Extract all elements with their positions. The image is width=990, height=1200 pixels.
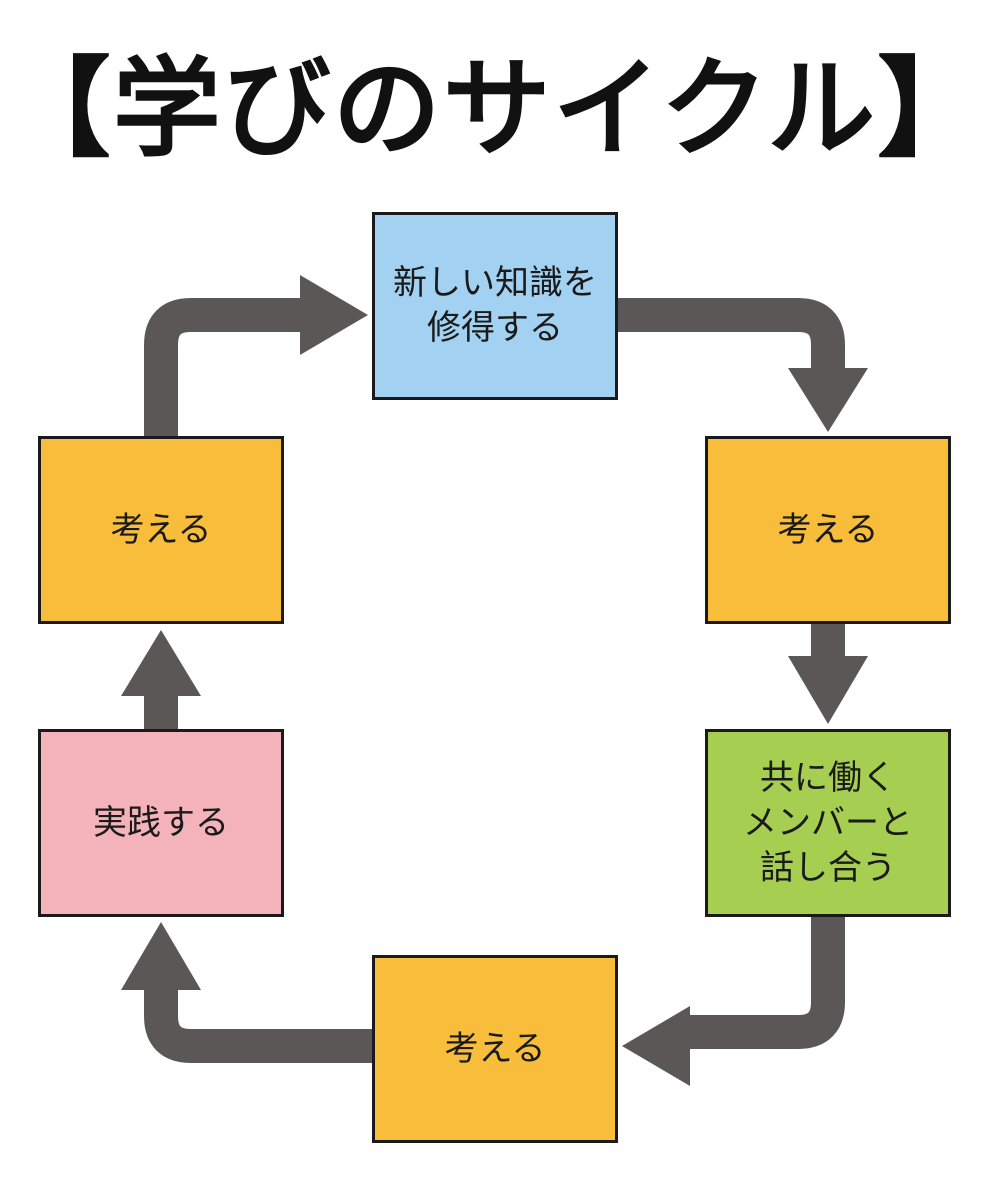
node-think-left: 考える — [38, 436, 284, 624]
node-label-discuss-with-members: 共に働く メンバーと 話し合う — [743, 757, 913, 888]
node-discuss-with-members: 共に働く メンバーと 話し合う — [705, 729, 951, 917]
node-label-think-right: 考える — [777, 509, 879, 550]
node-label-think-left: 考える — [110, 509, 212, 550]
node-new-knowledge: 新しい知識を 修得する — [372, 212, 618, 400]
node-think-bottom: 考える — [372, 955, 618, 1143]
arrowhead-bottom — [622, 1006, 690, 1086]
diagram-title: 【学びのサイクル】 — [2, 47, 988, 172]
edge-bottom-to-left-lower — [144, 986, 372, 1063]
node-label-practice: 実践する — [93, 802, 229, 843]
node-label-new-knowledge: 新しい知識を 修得する — [393, 263, 597, 348]
edge-left-upper-to-top — [144, 298, 304, 436]
arrowhead-right-upper — [788, 368, 868, 432]
edge-top-to-right-upper — [618, 298, 845, 372]
node-think-right: 考える — [705, 436, 951, 624]
arrowhead-left-lower — [121, 922, 201, 990]
arrowhead-top — [300, 275, 368, 355]
arrowhead-right-lower — [788, 656, 868, 724]
node-practice: 実践する — [38, 729, 284, 917]
node-label-think-bottom: 考える — [444, 1028, 546, 1069]
edge-right-lower-to-bottom — [686, 917, 845, 1049]
arrowhead-left-upper — [121, 630, 201, 696]
